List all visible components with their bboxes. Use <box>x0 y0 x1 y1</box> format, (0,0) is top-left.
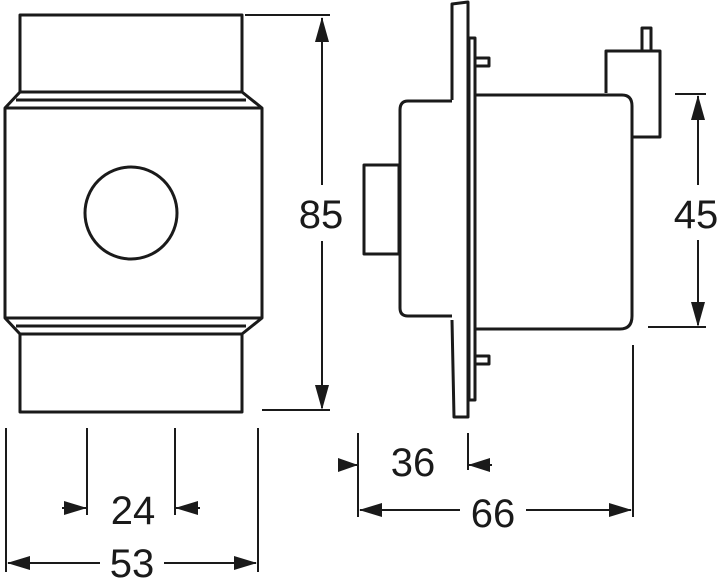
dimension-45: 45 <box>648 93 720 328</box>
front-view <box>3 13 264 414</box>
dim-label-66: 66 <box>471 492 516 536</box>
rear-housing <box>476 93 634 331</box>
top-collar <box>18 13 244 94</box>
dim-label-53: 53 <box>110 542 155 580</box>
dimension-36: 36 <box>338 433 492 517</box>
side-view <box>362 0 662 419</box>
top-tab <box>473 56 491 68</box>
center-button <box>83 165 179 261</box>
connector-pin <box>640 26 653 53</box>
dim-label-45: 45 <box>674 193 719 237</box>
bottom-collar <box>18 332 244 414</box>
body-outline <box>3 90 264 336</box>
front-knob <box>362 163 401 256</box>
connector-box <box>604 49 662 139</box>
front-housing <box>398 99 452 318</box>
dimension-66: 66 <box>359 345 634 536</box>
dim-label-85: 85 <box>299 193 344 237</box>
dimension-53: 53 <box>5 428 259 580</box>
dim-label-36: 36 <box>391 441 436 485</box>
dimension-85: 85 <box>245 14 350 411</box>
dimension-24: 24 <box>62 428 200 533</box>
bottom-tab <box>473 354 491 366</box>
mounting-plate <box>450 0 470 419</box>
plate-strip <box>467 36 477 402</box>
dim-label-24: 24 <box>111 489 156 533</box>
